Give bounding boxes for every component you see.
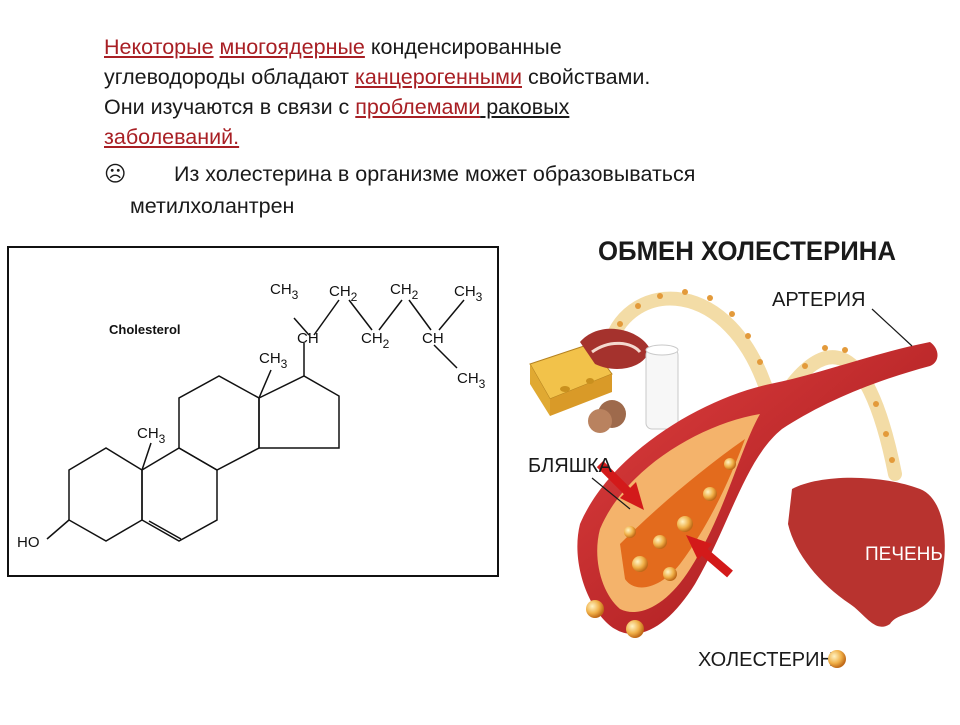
sub-ch3-a: 3: [292, 288, 299, 302]
label-ch-a: CH: [297, 330, 319, 347]
bullet-line-2: метилхолантрен: [130, 194, 295, 218]
link-mnogoyadernye[interactable]: многоядерные: [219, 35, 365, 59]
svg-text:CH2: CH2: [361, 330, 390, 351]
cholesterol-structure: Cholesterol CH3 CH2 CH2 CH3 CH CH2 CH CH…: [17, 281, 486, 551]
sub-ch3-e: 3: [159, 432, 166, 446]
sub-ch3-b: 3: [476, 290, 483, 304]
label-plaque: БЛЯШКА: [528, 455, 613, 477]
bullet-line-1: Из холестерина в организме может образов…: [174, 162, 696, 186]
label-ch2-a: CH: [329, 283, 351, 300]
label-ch2-b: CH: [390, 281, 412, 298]
cholesterol-structure-frame: Cholesterol CH3 CH2 CH2 CH3 CH CH2 CH CH…: [7, 246, 499, 577]
svg-text:CH3: CH3: [259, 350, 288, 371]
label-ch3-d: CH: [259, 350, 281, 367]
sub-ch2-b: 2: [412, 288, 419, 302]
label-ch2-c: CH: [361, 330, 383, 347]
sub-ch3-c: 3: [479, 377, 486, 391]
label-ch3-a: CH: [270, 281, 292, 298]
sub-ch2-c: 2: [383, 337, 390, 351]
text-kondensirovannye: конденсированные: [364, 35, 562, 59]
link-nekotorye[interactable]: Некоторые: [104, 35, 214, 59]
link-problemami[interactable]: проблемами: [355, 95, 481, 119]
label-artery: АРТЕРИЯ: [772, 289, 866, 311]
text-oni-izuchayutsya: Они изучаются в связи с: [104, 95, 356, 119]
flow-arc-liver: [778, 350, 902, 481]
liver-shape: [788, 477, 945, 627]
infographic-title: ОБМЕН ХОЛЕСТЕРИНА: [598, 236, 896, 266]
flow-dots: [617, 289, 895, 463]
label-ch3-e: CH: [137, 425, 159, 442]
label-liver: ПЕЧЕНЬ: [865, 544, 943, 565]
intro-paragraph: Некоторые многоядерные конденсированные …: [104, 32, 804, 152]
cholesterol-legend-icon: [828, 650, 846, 668]
cholesterol-particles: [586, 458, 736, 638]
label-ch3-c: CH: [457, 370, 479, 387]
label-cholesterol: ХОЛЕСТЕРИН: [698, 649, 834, 671]
svg-text:CH3: CH3: [457, 370, 486, 391]
food-group: [529, 328, 679, 433]
svg-text:CH3: CH3: [454, 283, 483, 304]
label-ch-b: CH: [422, 330, 444, 347]
cholesterol-metabolism-infographic: ОБМЕН ХОЛЕСТЕРИНА: [520, 224, 960, 720]
sad-face-icon: ☹: [104, 162, 127, 186]
label-ch3-b: CH: [454, 283, 476, 300]
svg-text:CH3: CH3: [270, 281, 299, 302]
svg-text:CH3: CH3: [137, 425, 166, 446]
link-rakovyh[interactable]: раковых: [480, 95, 570, 119]
svg-text:CH2: CH2: [390, 281, 419, 302]
label-ho: HO: [17, 534, 40, 551]
text-svoystvami: свойствами.: [521, 65, 651, 89]
sub-ch2-a: 2: [351, 290, 358, 304]
plaque-core: [620, 439, 745, 588]
sub-ch3-d: 3: [281, 357, 288, 371]
svg-text:CH2: CH2: [329, 283, 358, 304]
structure-caption: Cholesterol: [109, 322, 181, 337]
infographic-art: ОБМЕН ХОЛЕСТЕРИНА: [528, 236, 945, 671]
text-uglevodorody: углеводороды обладают: [104, 65, 355, 89]
link-zabolevaniy[interactable]: заболеваний.: [104, 125, 240, 149]
link-kantserogennymi[interactable]: канцерогенными: [355, 65, 522, 89]
